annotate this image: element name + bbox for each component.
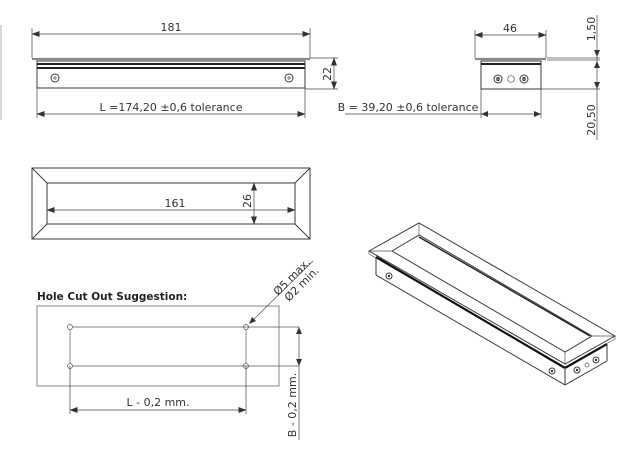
screw-icon: [548, 367, 556, 375]
screw-icon: [385, 272, 393, 280]
corner-hole-icon: [243, 324, 249, 330]
dim-flange-thickness: 1,50: [585, 17, 598, 42]
cutout-length-label: L - 0,2 mm.: [126, 396, 189, 409]
dim-inner-length: 161: [165, 197, 186, 210]
dim-overall-width: 46: [503, 22, 517, 35]
hole-icon: [507, 75, 515, 83]
hole-icon: [584, 362, 590, 368]
screw-icon: [592, 356, 600, 364]
dim-overall-length: 181: [161, 21, 182, 34]
cutout-title: Hole Cut Out Suggestion:: [37, 291, 187, 303]
front-view: 181 22 L =174,20 ±0,6 tolerance: [31, 21, 338, 118]
dim-length-label: L =174,20 ±0,6 tolerance: [100, 101, 243, 114]
dim-inner-width: 26: [241, 194, 254, 208]
dim-depth: 20,50: [585, 104, 598, 136]
dim-height: 22: [321, 67, 334, 81]
cutout-view: Hole Cut Out Suggestion: Ø5 max. Ø2 min.…: [36, 256, 322, 440]
screw-icon: [284, 73, 294, 83]
screw-icon: [573, 366, 581, 374]
side-view: 46 1,50 20,50: [338, 15, 600, 140]
top-view: 161 26: [31, 167, 311, 240]
screw-icon: [493, 74, 503, 84]
screw-icon: [519, 74, 529, 84]
isometric-view: [367, 222, 617, 386]
screw-icon: [50, 73, 60, 83]
dim-width-label: B = 39,20 ±0,6 tolerance: [338, 101, 479, 114]
cutout-width-label: B - 0,2 mm.: [286, 373, 299, 437]
corner-hole-icon: [67, 324, 73, 330]
